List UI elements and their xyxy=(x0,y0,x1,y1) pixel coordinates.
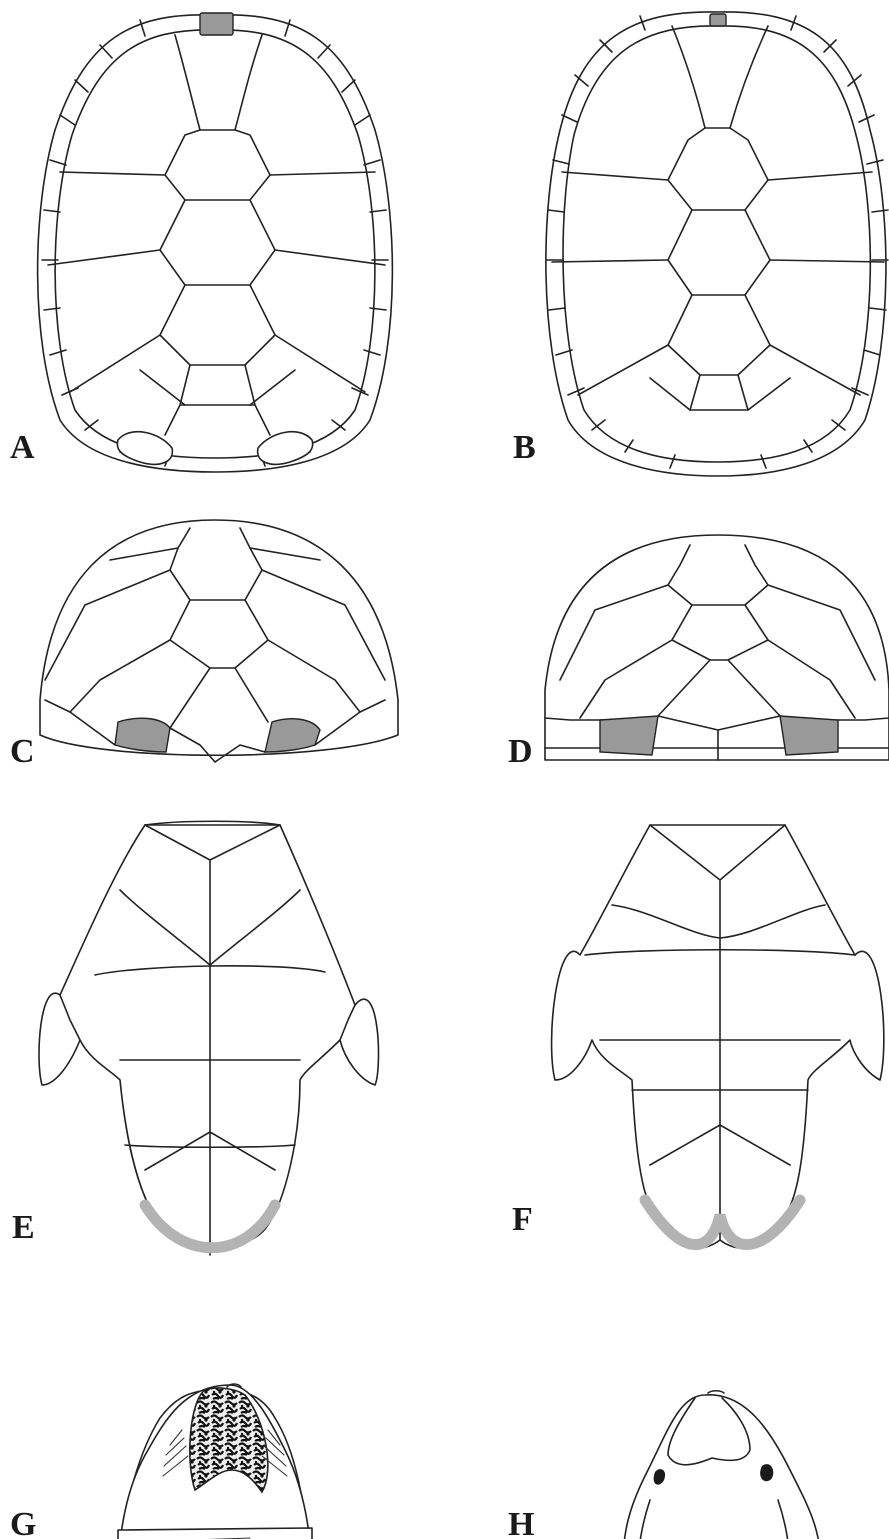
panel-label-c: C xyxy=(10,733,35,770)
carapace-dorsal-a xyxy=(38,13,393,472)
head-dorsal-g xyxy=(118,1384,312,1539)
head-dorsal-h xyxy=(622,1391,822,1539)
panel-label-f: F xyxy=(512,1201,533,1238)
carapace-dorsal-b xyxy=(546,12,888,476)
plastron-f xyxy=(552,825,884,1248)
plastron-e xyxy=(39,821,378,1255)
panel-label-g: G xyxy=(10,1506,36,1539)
panel-label-d: D xyxy=(508,733,533,770)
panel-label-a: A xyxy=(10,429,35,466)
panel-label-e: E xyxy=(12,1209,35,1246)
carapace-posterior-c xyxy=(40,520,398,762)
carapace-posterior-d xyxy=(545,535,889,760)
panel-label-b: B xyxy=(513,429,536,466)
panel-label-h: H xyxy=(508,1506,534,1539)
